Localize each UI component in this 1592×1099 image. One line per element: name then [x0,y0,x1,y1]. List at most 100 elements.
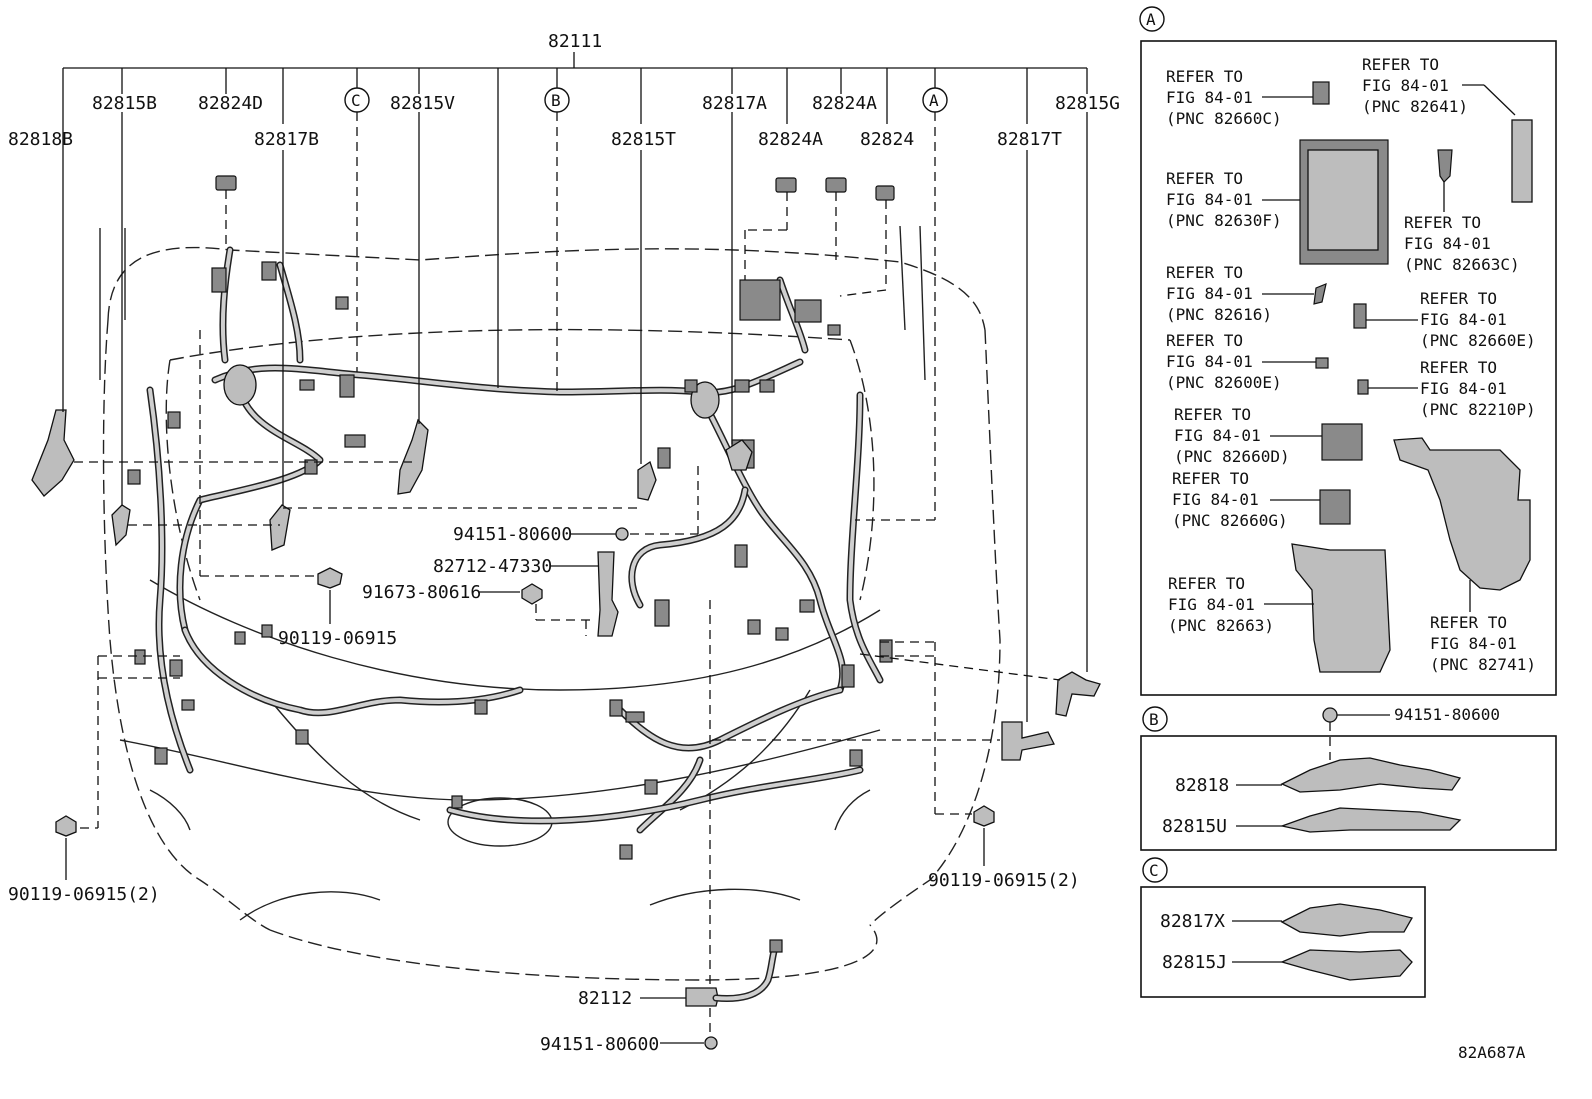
bracket-82817T [1001,721,1055,761]
ref-82663C: REFER TO FIG 84-01 (PNC 82663C) [1404,213,1520,274]
harness-components [31,175,1101,1050]
label-82817T: 82817T [997,129,1062,150]
ref-line-2: FIG 84-01 [1404,234,1491,253]
bolt-90119-right [973,805,995,827]
label-82815G: 82815G [1055,93,1120,114]
section-c-panel: C 82817X 82815J [1140,857,1426,998]
label-82818B: 82818B [8,129,73,150]
label-82815J: 82815J [1162,952,1227,973]
main-part-header: 82111 [63,31,1087,69]
ref-line-2: FIG 84-01 [1420,310,1507,329]
ref-82630F: REFER TO FIG 84-01 (PNC 82630F) [1166,169,1282,230]
ref-line-1: REFER TO [1404,213,1481,232]
section-b-panel: B 94151-80600 82818 82815U [1140,705,1557,851]
ref-82660D: REFER TO FIG 84-01 (PNC 82660D) [1174,405,1290,466]
grommet-82824A-1 [775,177,797,193]
ref-line-1: REFER TO [1166,169,1243,188]
ref-line-1: REFER TO [1362,55,1439,74]
label-82815B: 82815B [92,93,157,114]
ref-line-1: REFER TO [1166,67,1243,86]
ref-line-3: (PNC 82660E) [1420,331,1536,350]
ref-line-3: (PNC 82660C) [1166,109,1282,128]
leader-lines [62,68,1088,1044]
marker-c-main: C [351,91,361,110]
ref-line-3: (PNC 82210P) [1420,400,1536,419]
ref-line-1: REFER TO [1166,263,1243,282]
ref-line-3: (PNC 82660D) [1174,447,1290,466]
bracket-82817B [269,504,291,551]
ref-line-1: REFER TO [1166,331,1243,350]
ref-82616: REFER TO FIG 84-01 (PNC 82616) [1166,263,1272,324]
ref-line-2: FIG 84-01 [1166,284,1253,303]
ref-line-3: (PNC 82660G) [1172,511,1288,530]
ref-line-1: REFER TO [1168,574,1245,593]
ref-line-1: REFER TO [1430,613,1507,632]
bolt-90119-left [55,815,77,837]
section-a-panel: A REFER TO FIG 84-01 (PN [1139,6,1557,696]
marker-b-panel: B [1149,710,1159,729]
ref-82600E: REFER TO FIG 84-01 (PNC 82600E) [1166,331,1282,392]
label-91673-80616: 91673-80616 [362,582,481,603]
ref-line-2: FIG 84-01 [1166,190,1253,209]
ref-line-1: REFER TO [1172,469,1249,488]
ref-line-2: FIG 84-01 [1168,595,1255,614]
label-82824A-2: 82824A [812,93,877,114]
grommet-82824 [875,185,895,201]
marker-c-panel: C [1149,861,1159,880]
ref-line-2: FIG 84-01 [1362,76,1449,95]
ref-line-3: (PNC 82663) [1168,616,1274,635]
bolt-91673 [521,583,543,605]
vehicle-body-outline [99,225,1001,981]
label-82815V: 82815V [390,93,455,114]
clip-94151-mid [615,527,629,541]
label-82815T: 82815T [611,129,676,150]
label-82818: 82818 [1175,775,1229,796]
marker-a-panel: A [1146,10,1156,29]
label-90119-06915: 90119-06915 [278,628,397,649]
ref-line-2: FIG 84-01 [1166,352,1253,371]
bracket-82815B [111,504,131,547]
label-90119-06915-right: 90119-06915(2) [928,870,1080,891]
label-82824: 82824 [860,129,914,150]
label-82712-47330: 82712-47330 [433,556,552,577]
label-94151-bottom: 94151-80600 [540,1034,659,1055]
ref-line-2: FIG 84-01 [1166,88,1253,107]
label-82817B: 82817B [254,129,319,150]
section-markers-main: C B A [344,87,948,113]
ref-line-3: (PNC 82741) [1430,655,1536,674]
callout-labels: 82818B 82815B 82824D 82817B 82815V 82815… [8,93,1120,1055]
marker-b-main: B [551,91,561,110]
ref-line-1: REFER TO [1174,405,1251,424]
ref-82660G: REFER TO FIG 84-01 (PNC 82660G) [1172,469,1288,530]
bolt-90119-single [317,567,343,589]
label-82112: 82112 [578,988,632,1009]
figure-code: 82A687A [1458,1043,1526,1062]
main-part-number: 82111 [548,31,602,52]
ref-line-1: REFER TO [1420,289,1497,308]
ref-line-2: FIG 84-01 [1420,379,1507,398]
ref-line-3: (PNC 82641) [1362,97,1468,116]
ref-82741: REFER TO FIG 84-01 (PNC 82741) [1430,613,1536,674]
grommet-82824A-2 [825,177,847,193]
ref-line-3: (PNC 82630F) [1166,211,1282,230]
bracket-82817A [725,439,753,471]
bracket-82815G [1055,671,1101,717]
clip-94151-bottom [704,1036,718,1050]
label-82815U: 82815U [1162,816,1227,837]
ref-line-2: FIG 84-01 [1172,490,1259,509]
grommet-82824D [215,175,237,191]
connector-82112 [685,987,719,1007]
ref-82660E: REFER TO FIG 84-01 (PNC 82660E) [1420,289,1536,350]
ref-line-3: (PNC 82663C) [1404,255,1520,274]
label-82817X: 82817X [1160,911,1225,932]
label-82824A-1: 82824A [758,129,823,150]
ref-line-3: (PNC 82600E) [1166,373,1282,392]
label-90119-06915-left: 90119-06915(2) [8,884,160,905]
engine-room-harness [127,246,893,860]
label-82817A: 82817A [702,93,767,114]
label-94151-mid: 94151-80600 [453,524,572,545]
bracket-82815V [397,418,429,495]
ref-line-3: (PNC 82616) [1166,305,1272,324]
ref-line-2: FIG 84-01 [1174,426,1261,445]
